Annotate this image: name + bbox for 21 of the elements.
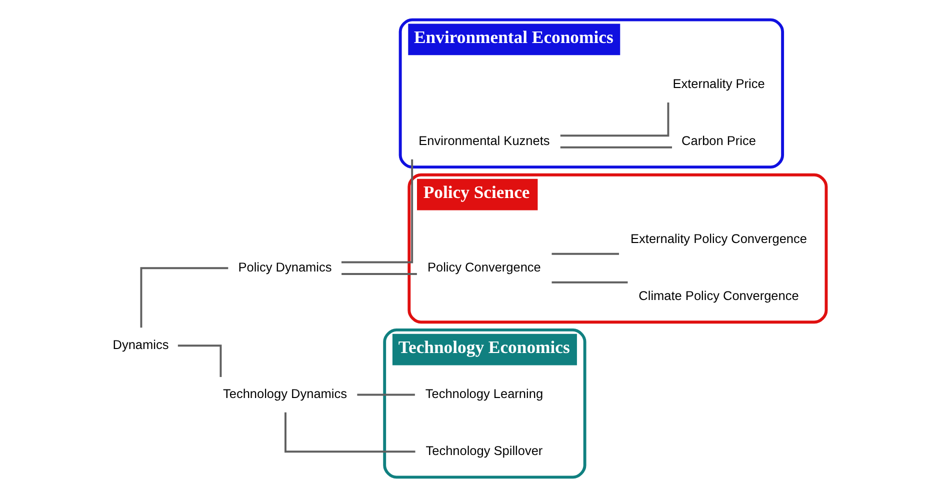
node-text: Externality Price — [672, 76, 765, 91]
node-text: Technology Learning — [425, 386, 544, 402]
node-text: Carbon Price — [682, 132, 756, 148]
connector — [552, 252, 619, 255]
node-text: Policy Dynamics — [238, 259, 332, 274]
node-text: Externality Policy Convergence — [630, 231, 807, 246]
connector — [178, 344, 222, 377]
connector — [342, 273, 417, 275]
connector — [560, 102, 670, 137]
node-text: Climate Policy Convergence — [638, 288, 799, 303]
node-text: Dynamics — [112, 336, 169, 352]
node-text: Technology Spillover — [426, 442, 543, 458]
node-text: Technology Dynamics — [222, 386, 347, 402]
node-text: Policy Convergence — [428, 259, 541, 274]
connector — [357, 394, 415, 396]
node-text: Environmental Kuznets — [418, 132, 550, 148]
connector — [140, 267, 228, 328]
connector — [552, 281, 628, 284]
connector — [284, 412, 416, 453]
connector — [560, 146, 672, 148]
connector — [341, 159, 414, 264]
